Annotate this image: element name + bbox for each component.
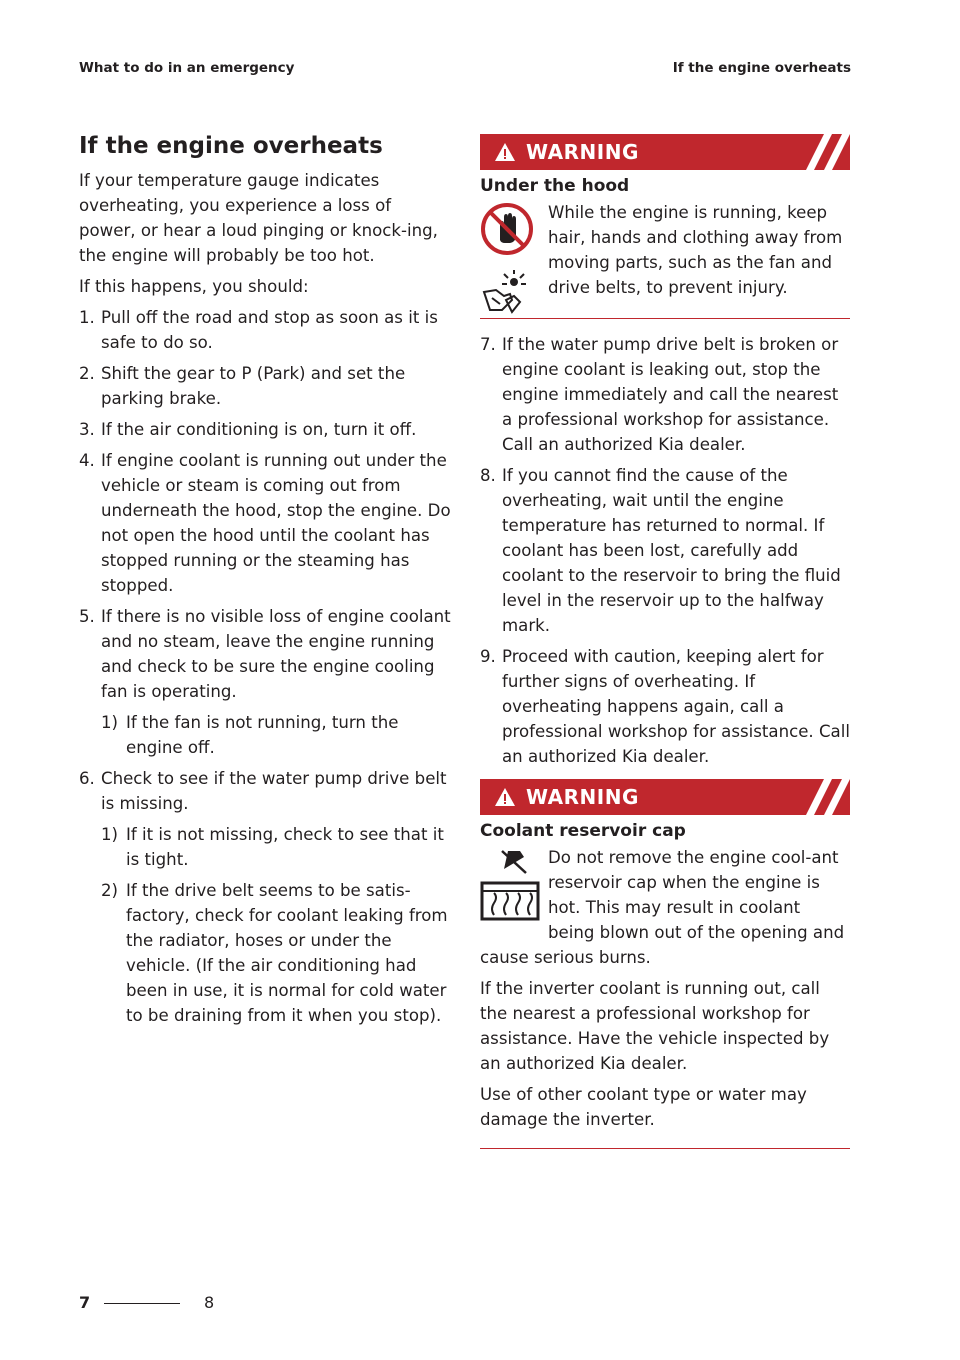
right-column: WARNING Under the hood bbox=[480, 134, 850, 1149]
step-number: 9. bbox=[480, 647, 496, 666]
step-number: 2. bbox=[79, 364, 95, 383]
step-number: 7. bbox=[480, 335, 496, 354]
step-item: 9. Proceed with caution, keeping alert fo… bbox=[480, 644, 850, 769]
step-text: Check to see if the water pump drive bel… bbox=[101, 769, 447, 813]
substep-text: If the fan is not running, turn the engi… bbox=[126, 713, 399, 757]
step-number: 3. bbox=[79, 420, 95, 439]
step-item: 6. Check to see if the water pump drive b… bbox=[79, 766, 451, 1028]
page-number: 8 bbox=[204, 1293, 215, 1312]
running-header-section: If the engine overheats bbox=[672, 60, 851, 76]
no-hand-icon bbox=[481, 203, 533, 255]
substeps-list: 1) If the fan is not running, turn the en… bbox=[101, 710, 451, 760]
step-item: 3. If the air conditioning is on, turn it… bbox=[79, 417, 451, 442]
warning-icons bbox=[480, 847, 540, 923]
warning-paragraph: If the inverter coolant is running out, … bbox=[480, 979, 830, 1073]
page-title: If the engine overheats bbox=[79, 133, 383, 159]
warning-stripes-decoration bbox=[806, 779, 850, 815]
substep-text: If it is not missing, check to see that … bbox=[126, 825, 444, 869]
step-number: 1. bbox=[79, 308, 95, 327]
warning-triangle-icon bbox=[495, 788, 515, 806]
step-number: 6. bbox=[79, 769, 95, 788]
warning-banner: WARNING bbox=[480, 134, 850, 170]
warning-body: While the engine is running, keep hair, … bbox=[480, 200, 850, 314]
warning-label: WARNING bbox=[526, 785, 639, 809]
substep-number: 1) bbox=[101, 825, 119, 844]
substeps-list: 1) If it is not missing, check to see tha… bbox=[101, 822, 451, 1028]
substep-item: 1) If it is not missing, check to see tha… bbox=[101, 822, 451, 872]
substep-number: 2) bbox=[101, 881, 119, 900]
step-text: If you cannot find the cause of the over… bbox=[502, 466, 841, 635]
warning-end-rule bbox=[480, 318, 850, 319]
warning-body: Do not remove the engine cool-ant reserv… bbox=[480, 845, 850, 1132]
chapter-number: 7 bbox=[79, 1293, 91, 1312]
footer-divider bbox=[104, 1303, 180, 1304]
warning-icons bbox=[480, 202, 540, 318]
lead-paragraph: If this happens, you should: bbox=[79, 277, 309, 296]
warning-label: WARNING bbox=[526, 140, 639, 164]
substep-number: 1) bbox=[101, 713, 119, 732]
steps-list-left: 1. Pull off the road and stop as soon as … bbox=[79, 305, 451, 1028]
warning-paragraph: Use of other coolant type or water may d… bbox=[480, 1085, 807, 1129]
rotating-fan-hazard-icon bbox=[482, 270, 526, 314]
intro-paragraph: If your temperature gauge indicates over… bbox=[79, 171, 438, 265]
step-number: 8. bbox=[480, 466, 496, 485]
left-column: If the engine overheats If your temperat… bbox=[79, 130, 451, 1034]
running-header-chapter: What to do in an emergency bbox=[79, 60, 295, 76]
warning-subtitle: Coolant reservoir cap bbox=[480, 821, 686, 841]
step-item: 4. If engine coolant is running out under… bbox=[79, 448, 451, 598]
warning-banner: WARNING bbox=[480, 779, 850, 815]
warning-text: While the engine is running, keep hair, … bbox=[548, 203, 843, 297]
warning-stripes-decoration bbox=[806, 134, 850, 170]
substep-item: 1) If the fan is not running, turn the en… bbox=[101, 710, 451, 760]
step-item: 7. If the water pump drive belt is broken… bbox=[480, 332, 850, 457]
step-text: If there is no visible loss of engine co… bbox=[101, 607, 451, 701]
warning-end-rule bbox=[480, 1148, 850, 1149]
step-text: Pull off the road and stop as soon as it… bbox=[101, 308, 438, 352]
step-text: If the air conditioning is on, turn it o… bbox=[101, 420, 417, 439]
step-text: If the water pump drive belt is broken o… bbox=[502, 335, 839, 454]
hot-reservoir-icon bbox=[480, 850, 540, 921]
step-item: 5. If there is no visible loss of engine … bbox=[79, 604, 451, 760]
warning-subtitle: Under the hood bbox=[480, 176, 630, 196]
step-number: 4. bbox=[79, 451, 95, 470]
step-text: Shift the gear to P (Park) and set the p… bbox=[101, 364, 406, 408]
step-item: 8. If you cannot find the cause of the ov… bbox=[480, 463, 850, 638]
step-text: If engine coolant is running out under t… bbox=[101, 451, 451, 595]
step-item: 2. Shift the gear to P (Park) and set the… bbox=[79, 361, 451, 411]
step-item: 1. Pull off the road and stop as soon as … bbox=[79, 305, 451, 355]
warning-text: Do not remove the engine cool-ant reserv… bbox=[480, 848, 845, 967]
step-text: Proceed with caution, keeping alert for … bbox=[502, 647, 850, 766]
substep-text: If the drive belt seems to be satis-fact… bbox=[126, 881, 448, 1025]
warning-triangle-icon bbox=[495, 143, 515, 161]
steps-list-right: 7. If the water pump drive belt is broken… bbox=[480, 332, 850, 769]
substep-item: 2) If the drive belt seems to be satis-fa… bbox=[101, 878, 451, 1028]
step-number: 5. bbox=[79, 607, 95, 626]
